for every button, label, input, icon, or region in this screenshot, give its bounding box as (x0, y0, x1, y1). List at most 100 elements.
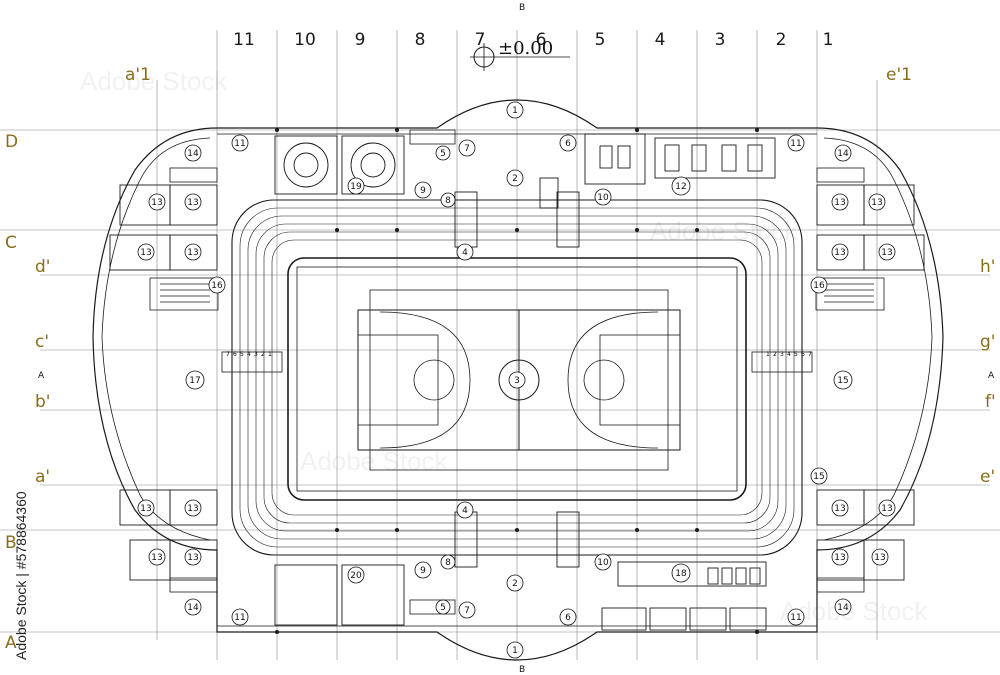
room-tag: 11 (790, 139, 801, 149)
step-number: 4 (247, 351, 251, 358)
room-tag: 11 (234, 613, 245, 623)
row-label: g' (980, 332, 995, 352)
room-tag: 1 (512, 106, 518, 116)
room-tag: 3 (514, 376, 520, 386)
section-mark-bottom: B (519, 665, 525, 675)
row-label: c' (35, 332, 49, 352)
room-tag: 20 (350, 571, 362, 581)
step-number: 6 (233, 351, 237, 358)
row-label: e' (980, 467, 995, 487)
row-label: f' (985, 392, 996, 412)
room-tag: 13 (834, 248, 845, 258)
section-mark-left: A (38, 371, 45, 381)
seating-step-numbers: 7 6 5 4 3 2 1 1 2 3 4 5 6 7 (226, 351, 812, 358)
column-labels: 11 10 9 8 7 6 5 4 3 2 1 (233, 30, 833, 50)
row-label: b' (35, 392, 50, 412)
room-tag: 15 (813, 472, 824, 482)
room-tag: 13 (871, 198, 882, 208)
column-label: 3 (715, 30, 726, 50)
watermark-text: Adobe Stock (650, 216, 798, 246)
room-tag: 13 (187, 553, 198, 563)
section-markers: B B A A (38, 3, 995, 675)
column-label: 6 (536, 30, 547, 50)
row-label: C (5, 233, 17, 253)
room-tag: 15 (837, 376, 848, 386)
room-tag: 5 (440, 149, 446, 159)
column-label: 9 (355, 30, 366, 50)
room-tag: 13 (151, 553, 162, 563)
watermark-text: Adobe Stock (300, 446, 448, 476)
room-tag: 10 (597, 193, 609, 203)
elevation-label: ±0.00 (498, 38, 553, 59)
room-tag: 2 (512, 579, 518, 589)
step-number: 5 (794, 351, 798, 358)
room-tag: 19 (350, 182, 362, 192)
room-tag: 6 (565, 613, 571, 623)
room-tag-numbers: 1 1 2 2 3 4 4 5 5 6 6 7 7 8 8 9 9 10 10 … (140, 106, 892, 656)
room-tag: 16 (211, 281, 223, 291)
room-tag: 2 (512, 174, 518, 184)
step-number: 5 (240, 351, 244, 358)
row-label: D (5, 132, 18, 152)
row-label: e'1 (886, 65, 912, 85)
room-tag: 4 (462, 248, 468, 258)
step-number: 3 (780, 351, 784, 358)
column-label: 4 (655, 30, 666, 50)
room-tag: 14 (837, 149, 849, 159)
room-tag: 14 (837, 603, 849, 613)
room-tag: 1 (512, 646, 518, 656)
row-label: B (5, 533, 17, 553)
room-tag: 18 (675, 569, 687, 579)
step-number: 7 (808, 351, 812, 358)
south-rooms (274, 511, 767, 631)
column-label: 5 (595, 30, 606, 50)
column-label: 1 (823, 30, 834, 50)
room-tag: 13 (834, 504, 845, 514)
column-label: 10 (294, 30, 316, 50)
column-points (275, 128, 759, 634)
room-tag: 12 (675, 182, 686, 192)
room-tag: 9 (420, 566, 426, 576)
room-tag: 13 (140, 248, 151, 258)
room-tag: 13 (187, 198, 198, 208)
row-label: d' (35, 257, 50, 277)
row-label: h' (980, 257, 995, 277)
room-tag: 13 (881, 248, 892, 258)
room-tag: 14 (187, 603, 199, 613)
stock-credit: Adobe Stock | #578864360 (13, 491, 29, 660)
step-number: 2 (261, 351, 265, 358)
room-tag: 13 (140, 504, 151, 514)
room-tag: 13 (187, 248, 198, 258)
room-tag: 5 (440, 603, 446, 613)
column-label: 11 (233, 30, 255, 50)
room-tag: 13 (834, 553, 845, 563)
room-tag: 10 (597, 558, 609, 568)
room-tag: 7 (464, 144, 470, 154)
toilet-blocks (169, 129, 865, 615)
step-number: 1 (766, 351, 770, 358)
room-tag: 7 (464, 606, 470, 616)
row-label: A (5, 633, 17, 653)
room-tag: 4 (462, 506, 468, 516)
watermark-text: Adobe Stock (80, 66, 228, 96)
service-rooms (109, 184, 925, 581)
section-mark-top: B (519, 3, 525, 13)
step-number: 2 (773, 351, 777, 358)
column-label: 7 (475, 30, 486, 50)
step-number: 7 (226, 351, 230, 358)
room-tag: 13 (151, 198, 162, 208)
side-stairs (149, 277, 885, 373)
step-number: 1 (268, 351, 272, 358)
room-tag: 13 (834, 198, 845, 208)
row-label: a' (35, 467, 50, 487)
room-tag: 13 (881, 504, 892, 514)
room-tags (137, 101, 896, 659)
room-tag: 16 (813, 281, 825, 291)
column-label: 8 (415, 30, 426, 50)
arena-bowl (231, 199, 803, 556)
room-tag: 8 (445, 558, 451, 568)
room-tag: 14 (187, 149, 199, 159)
room-tag: 11 (790, 613, 801, 623)
room-tag: 13 (874, 553, 885, 563)
